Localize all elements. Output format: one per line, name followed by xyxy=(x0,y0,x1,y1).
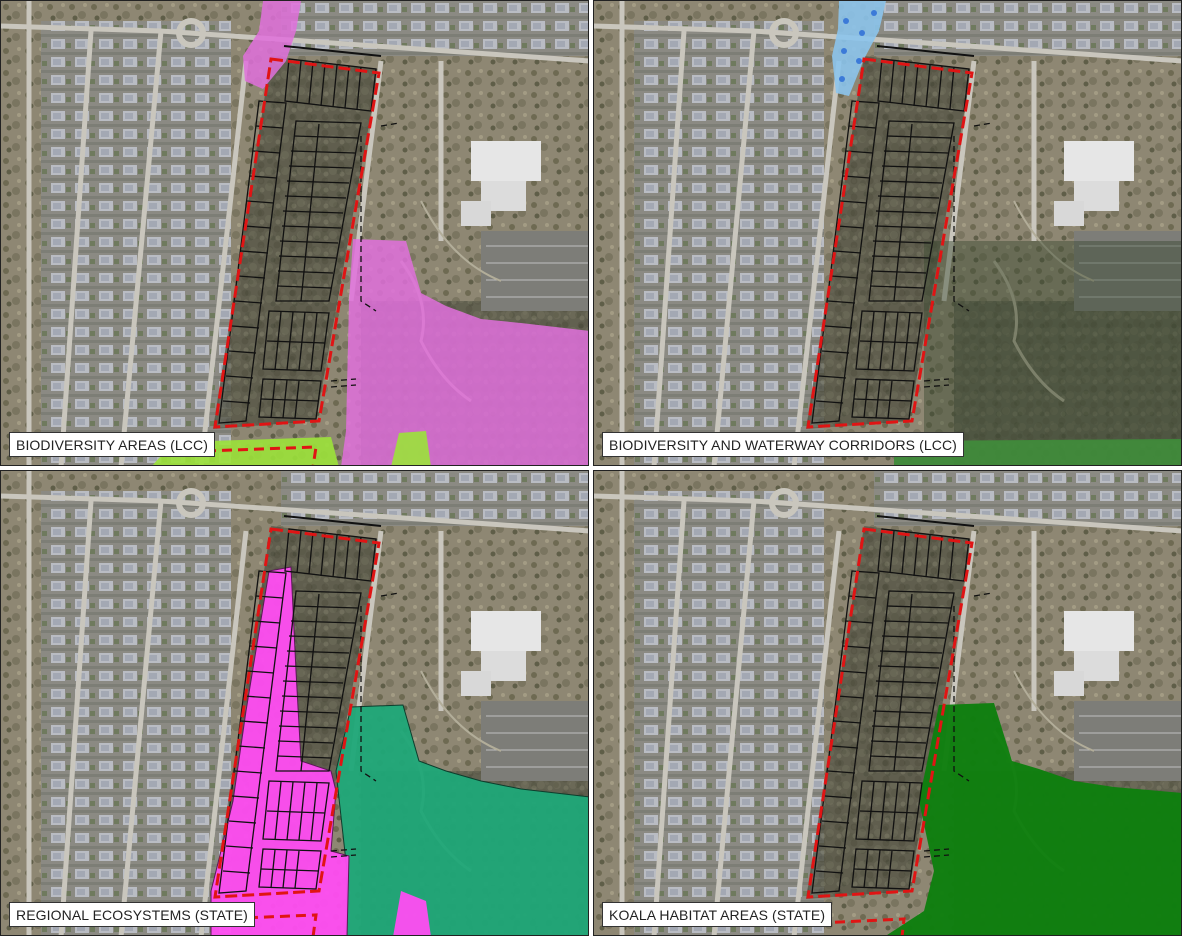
biodiversity-area-overlay xyxy=(341,239,588,465)
secondary-overlay-right xyxy=(391,431,431,465)
map-panel-label: KOALA HABITAT AREAS (STATE) xyxy=(602,902,833,927)
map-panel-regional-ecosystems[interactable]: REGIONAL ECOSYSTEMS (STATE) xyxy=(0,470,589,936)
map-panel-biodiversity-areas[interactable]: BIODIVERSITY AREAS (LCC) xyxy=(0,0,589,466)
map-panel-label: REGIONAL ECOSYSTEMS (STATE) xyxy=(9,902,255,927)
waterway-dots xyxy=(839,10,877,82)
corridor-overlay xyxy=(894,439,1181,465)
map-panel-waterway-corridors[interactable]: BIODIVERSITY AND WATERWAY CORRIDORS (LCC… xyxy=(593,0,1182,466)
regional-ecosystem-overlay xyxy=(335,704,588,935)
aerial-map xyxy=(1,1,588,465)
waterway-corridor-overlay xyxy=(832,1,886,96)
map-panel-koala-habitat[interactable]: KOALA HABITAT AREAS (STATE) xyxy=(593,470,1182,936)
koala-habitat-overlay xyxy=(887,703,1181,935)
map-panel-label: BIODIVERSITY AREAS (LCC) xyxy=(9,432,215,457)
forest-area xyxy=(924,241,1181,441)
biodiversity-area-overlay-north xyxy=(243,1,301,89)
aerial-map xyxy=(1,471,588,935)
map-panel-label: BIODIVERSITY AND WATERWAY CORRIDORS (LCC… xyxy=(602,432,964,457)
aerial-map xyxy=(594,471,1181,935)
aerial-map xyxy=(594,1,1181,465)
secondary-overlay-small xyxy=(393,891,431,935)
